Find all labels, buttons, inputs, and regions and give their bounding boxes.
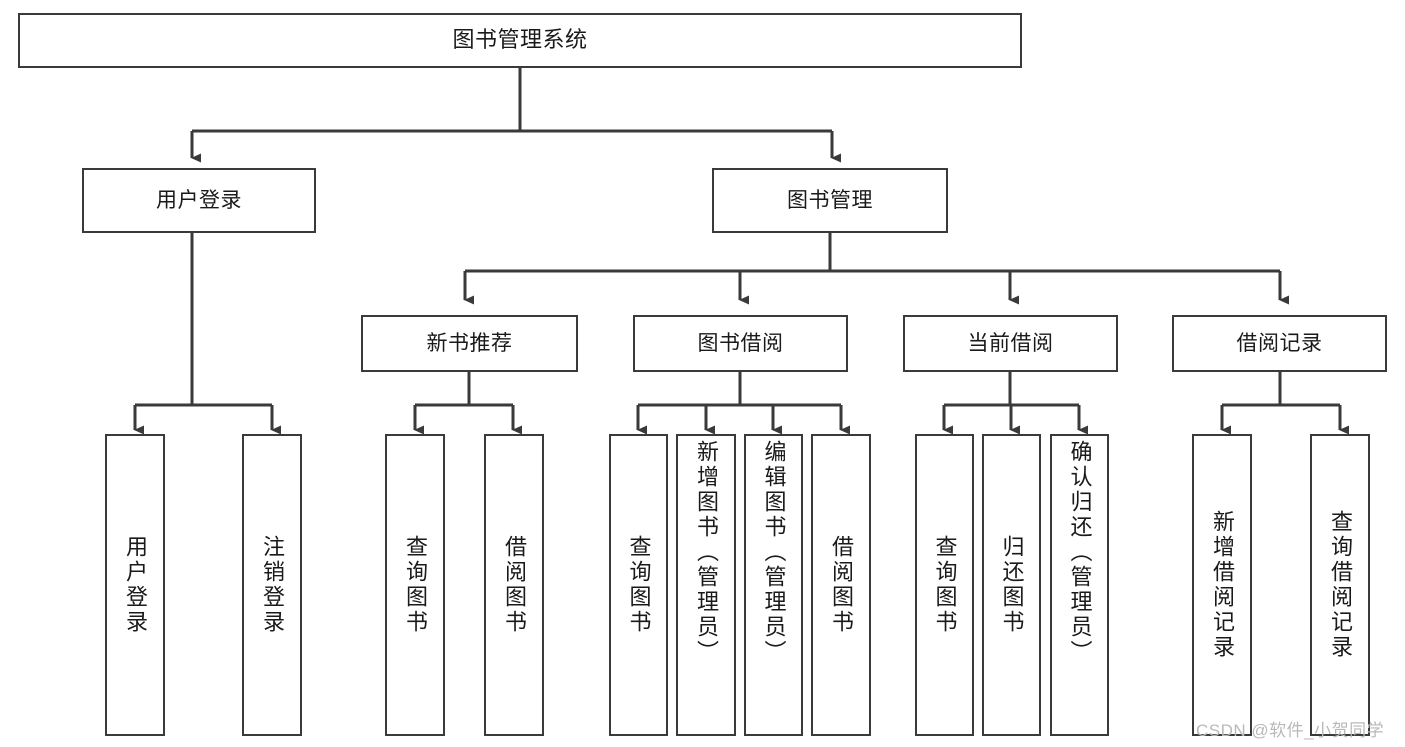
node-leaf-query-record[interactable]: 查询借阅记录	[1310, 434, 1370, 736]
node-leaf-query-book-3[interactable]: 查询图书	[915, 434, 974, 736]
node-leaf-confirm-return-label: 确认归还（管理员）	[1067, 440, 1093, 665]
node-root-label: 图书管理系统	[452, 27, 588, 53]
node-leaf-query-book-2[interactable]: 查询图书	[609, 434, 668, 736]
node-leaf-user-login[interactable]: 用户登录	[105, 434, 165, 736]
csdn-watermark: CSDN @软件_小贺同学	[1196, 721, 1385, 740]
node-current-borrow-label: 当前借阅	[967, 331, 1054, 355]
node-leaf-confirm-return[interactable]: 确认归还（管理员）	[1050, 434, 1109, 736]
node-book-borrow-label: 图书借阅	[697, 331, 784, 355]
node-leaf-return-book-label: 归还图书	[999, 535, 1025, 635]
node-leaf-add-book-label: 新增图书（管理员）	[694, 440, 719, 665]
node-new-book-recommend-label: 新书推荐	[426, 331, 513, 355]
node-leaf-add-record[interactable]: 新增借阅记录	[1192, 434, 1252, 736]
node-book-borrow[interactable]: 图书借阅	[633, 315, 848, 372]
node-user-login[interactable]: 用户登录	[82, 168, 316, 233]
node-leaf-query-book-1[interactable]: 查询图书	[385, 434, 445, 736]
node-leaf-query-book-3-label: 查询图书	[932, 535, 958, 635]
node-leaf-query-record-label: 查询借阅记录	[1328, 510, 1353, 660]
node-leaf-query-book-2-label: 查询图书	[626, 535, 652, 635]
node-borrow-record[interactable]: 借阅记录	[1172, 315, 1387, 372]
node-new-book-recommend[interactable]: 新书推荐	[361, 315, 578, 372]
node-leaf-edit-book-label: 编辑图书（管理员）	[761, 440, 787, 665]
node-leaf-return-book[interactable]: 归还图书	[982, 434, 1041, 736]
node-current-borrow[interactable]: 当前借阅	[903, 315, 1118, 372]
node-book-manage-label: 图书管理	[787, 188, 873, 212]
node-borrow-record-label: 借阅记录	[1236, 331, 1323, 355]
node-leaf-user-logout-label: 注销登录	[260, 535, 285, 635]
node-leaf-user-login-label: 用户登录	[123, 535, 148, 635]
node-leaf-borrow-book-2[interactable]: 借阅图书	[811, 434, 871, 736]
node-user-login-label: 用户登录	[156, 188, 242, 212]
node-leaf-borrow-book-2-label: 借阅图书	[829, 535, 854, 635]
node-leaf-borrow-book-1[interactable]: 借阅图书	[484, 434, 544, 736]
node-leaf-query-book-1-label: 查询图书	[403, 535, 428, 635]
node-leaf-add-book[interactable]: 新增图书（管理员）	[676, 434, 736, 736]
node-root[interactable]: 图书管理系统	[18, 13, 1022, 68]
node-leaf-edit-book[interactable]: 编辑图书（管理员）	[744, 434, 803, 736]
node-leaf-borrow-book-1-label: 借阅图书	[502, 535, 527, 635]
node-leaf-add-record-label: 新增借阅记录	[1210, 510, 1235, 660]
node-leaf-user-logout[interactable]: 注销登录	[242, 434, 302, 736]
node-book-manage[interactable]: 图书管理	[712, 168, 948, 233]
